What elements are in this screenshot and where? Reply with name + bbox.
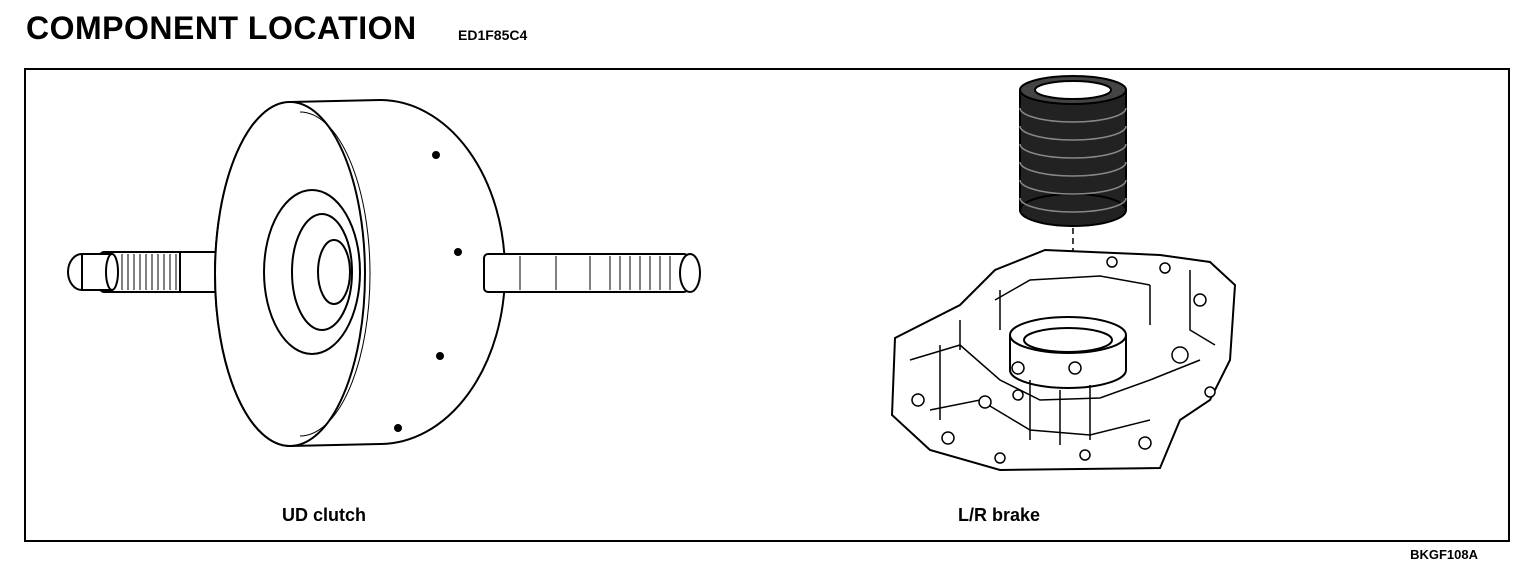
caption-lr-brake: L/R brake [958, 505, 1041, 525]
page-title: COMPONENT LOCATION [26, 10, 417, 46]
lr-brake-illustration [890, 75, 1237, 472]
diagram-frame [24, 68, 1510, 542]
caption-ud-clutch: UD clutch [282, 505, 367, 525]
ud-clutch-illustration [67, 98, 701, 448]
figure-id: BKGF108A [1410, 547, 1478, 562]
section-code: ED1F85C4 [458, 27, 528, 43]
